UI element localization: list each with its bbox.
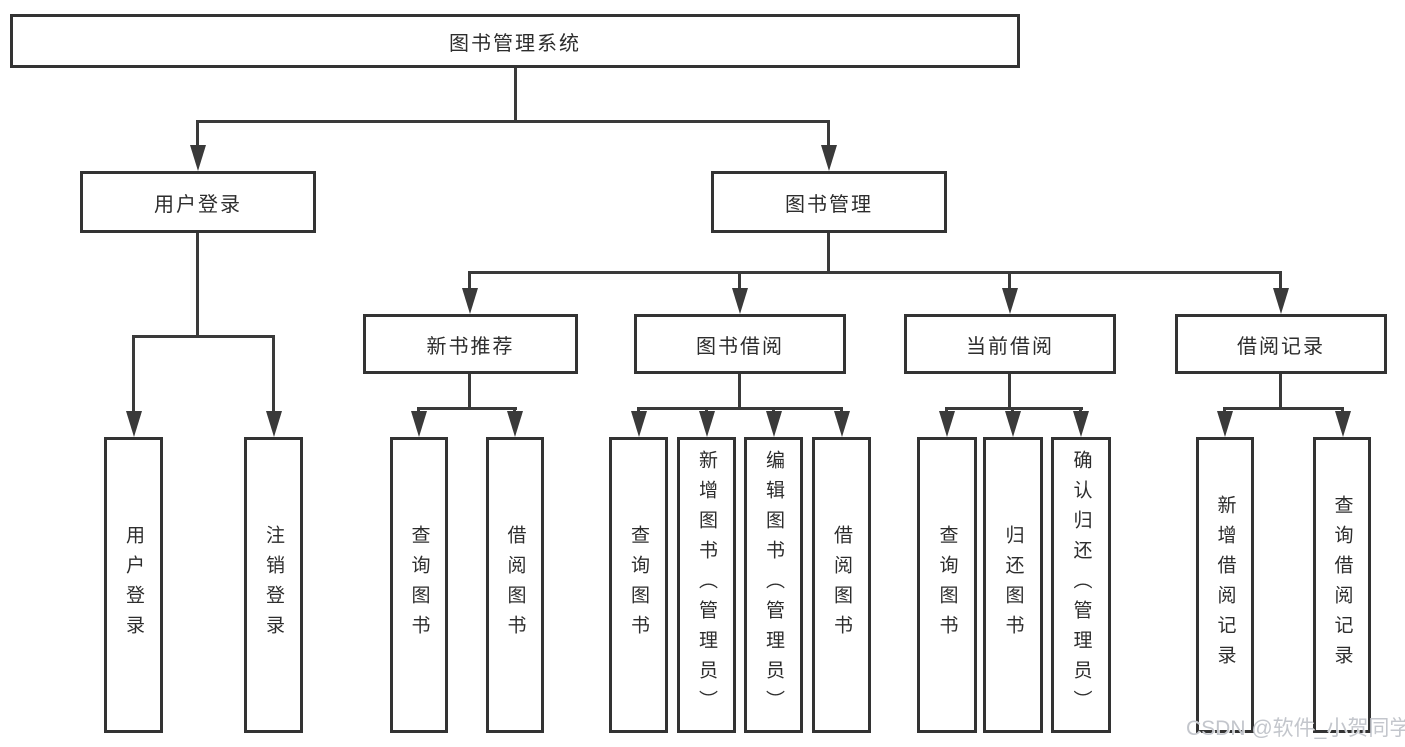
node-book-borrow-label: 图书借阅 bbox=[696, 335, 784, 358]
arrow-down-icon bbox=[266, 411, 282, 437]
connector-hline bbox=[417, 407, 517, 410]
node-new-book-recommend-label: 新书推荐 bbox=[426, 335, 515, 358]
connector-vline bbox=[132, 335, 135, 412]
leaf-add-book-admin-label: 新增图书（管理员） bbox=[696, 450, 717, 720]
leaf-return-book: 归还图书 bbox=[983, 437, 1043, 733]
connector-vline bbox=[272, 335, 275, 412]
connector-hline bbox=[945, 407, 1083, 410]
node-current-borrow-label: 当前借阅 bbox=[966, 335, 1054, 358]
connector-hline bbox=[1223, 407, 1344, 410]
leaf-query-book-recommend: 查询图书 bbox=[390, 437, 448, 733]
arrow-down-icon bbox=[631, 411, 647, 437]
node-library-system-label: 图书管理系统 bbox=[449, 32, 581, 55]
connector-hline bbox=[132, 335, 275, 338]
leaf-borrow-book: 借阅图书 bbox=[812, 437, 871, 733]
node-borrow-record: 借阅记录 bbox=[1175, 314, 1387, 374]
connector-vline bbox=[1008, 374, 1011, 410]
leaf-borrow-book-recommend: 借阅图书 bbox=[486, 437, 544, 733]
arrow-down-icon bbox=[411, 411, 427, 437]
arrow-down-icon bbox=[939, 411, 955, 437]
arrow-down-icon bbox=[1217, 411, 1233, 437]
leaf-logout: 注销登录 bbox=[244, 437, 303, 733]
connector-vline bbox=[196, 120, 199, 147]
leaf-logout-label: 注销登录 bbox=[263, 525, 284, 645]
connector-vline bbox=[468, 374, 471, 410]
leaf-query-book-current: 查询图书 bbox=[917, 437, 977, 733]
connector-hline bbox=[468, 271, 1282, 274]
node-book-management-label: 图书管理 bbox=[785, 193, 873, 216]
arrow-down-icon bbox=[1335, 411, 1351, 437]
leaf-add-borrow-record: 新增借阅记录 bbox=[1196, 437, 1254, 733]
arrow-down-icon bbox=[190, 145, 206, 171]
arrow-down-icon bbox=[699, 411, 715, 437]
connector-hline bbox=[196, 120, 830, 123]
node-book-borrow: 图书借阅 bbox=[634, 314, 846, 374]
connector-vline bbox=[514, 68, 517, 122]
leaf-return-book-label: 归还图书 bbox=[1002, 525, 1024, 645]
arrow-down-icon bbox=[507, 411, 523, 437]
node-new-book-recommend: 新书推荐 bbox=[363, 314, 578, 374]
connector-vline bbox=[1008, 271, 1011, 291]
leaf-confirm-return-admin-label: 确认归还（管理员） bbox=[1070, 450, 1092, 720]
leaf-add-book-admin: 新增图书（管理员） bbox=[677, 437, 736, 733]
node-user-login: 用户登录 bbox=[80, 171, 316, 233]
node-user-login-label: 用户登录 bbox=[154, 193, 242, 216]
arrow-down-icon bbox=[766, 411, 782, 437]
node-borrow-record-label: 借阅记录 bbox=[1237, 335, 1325, 358]
connector-hline bbox=[637, 407, 843, 410]
leaf-confirm-return-admin: 确认归还（管理员） bbox=[1051, 437, 1111, 733]
leaf-query-book-current-label: 查询图书 bbox=[936, 525, 958, 645]
leaf-borrow-book-label: 借阅图书 bbox=[831, 525, 852, 645]
arrow-down-icon bbox=[1005, 411, 1021, 437]
leaf-query-book-borrow: 查询图书 bbox=[609, 437, 668, 733]
connector-vline bbox=[738, 271, 741, 291]
watermark: CSDN @软件_小贺同学 bbox=[1186, 717, 1405, 740]
leaf-user-login-label: 用户登录 bbox=[123, 525, 144, 645]
arrow-down-icon bbox=[462, 288, 478, 314]
connector-vline bbox=[827, 233, 830, 274]
connector-vline bbox=[827, 120, 830, 147]
leaf-query-book-recommend-label: 查询图书 bbox=[408, 525, 430, 645]
arrow-down-icon bbox=[821, 145, 837, 171]
connector-vline bbox=[1279, 374, 1282, 410]
node-current-borrow: 当前借阅 bbox=[904, 314, 1116, 374]
leaf-query-borrow-record-label: 查询借阅记录 bbox=[1331, 495, 1353, 675]
leaf-borrow-book-recommend-label: 借阅图书 bbox=[504, 525, 526, 645]
node-library-system: 图书管理系统 bbox=[10, 14, 1020, 68]
leaf-edit-book-admin: 编辑图书（管理员） bbox=[744, 437, 803, 733]
leaf-edit-book-admin-label: 编辑图书（管理员） bbox=[763, 450, 784, 720]
leaf-query-borrow-record: 查询借阅记录 bbox=[1313, 437, 1371, 733]
arrow-down-icon bbox=[1073, 411, 1089, 437]
arrow-down-icon bbox=[834, 411, 850, 437]
connector-vline bbox=[738, 374, 741, 410]
leaf-query-book-borrow-label: 查询图书 bbox=[628, 525, 649, 645]
connector-vline bbox=[1279, 271, 1282, 291]
arrow-down-icon bbox=[732, 288, 748, 314]
arrow-down-icon bbox=[126, 411, 142, 437]
node-book-management: 图书管理 bbox=[711, 171, 947, 233]
leaf-add-borrow-record-label: 新增借阅记录 bbox=[1214, 495, 1236, 675]
connector-vline bbox=[468, 271, 471, 291]
leaf-user-login: 用户登录 bbox=[104, 437, 163, 733]
arrow-down-icon bbox=[1002, 288, 1018, 314]
arrow-down-icon bbox=[1273, 288, 1289, 314]
connector-vline bbox=[196, 233, 199, 338]
